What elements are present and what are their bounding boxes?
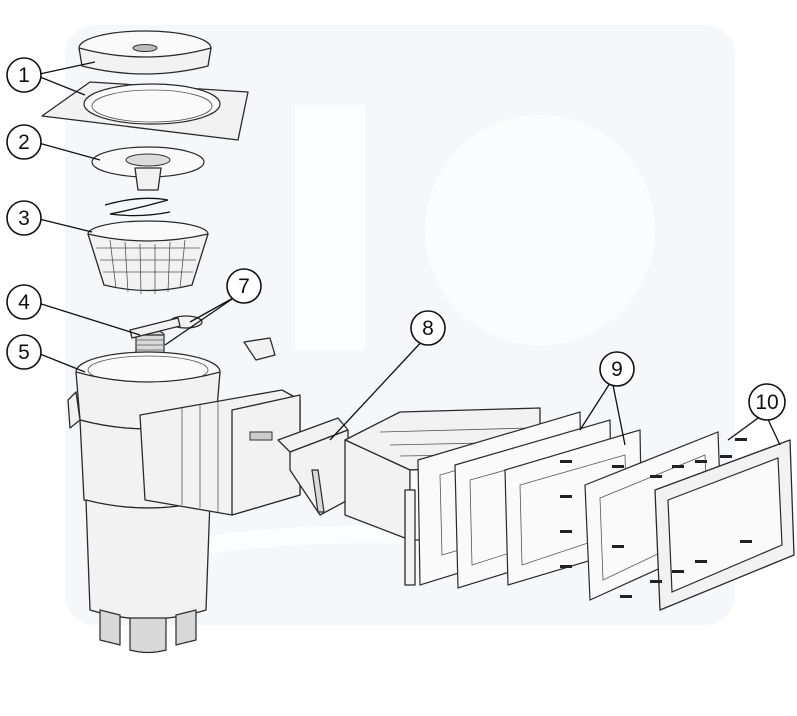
callout-1: 1 bbox=[6, 57, 42, 93]
svg-text:8: 8 bbox=[422, 317, 434, 340]
callout-2: 2 bbox=[6, 124, 42, 160]
spring bbox=[104, 197, 171, 217]
callout-7: 7 bbox=[226, 268, 262, 304]
faceplate bbox=[584, 431, 795, 611]
skimmer-plate bbox=[91, 146, 205, 191]
svg-text:2: 2 bbox=[18, 131, 30, 154]
skimmer-throat bbox=[139, 389, 301, 516]
svg-text:10: 10 bbox=[755, 391, 778, 414]
lid bbox=[78, 30, 212, 75]
callout-9: 9 bbox=[599, 351, 635, 387]
svg-text:9: 9 bbox=[611, 358, 623, 381]
valve-parts bbox=[129, 315, 203, 356]
callout-8: 8 bbox=[410, 310, 446, 346]
svg-text:1: 1 bbox=[18, 64, 30, 87]
svg-text:5: 5 bbox=[18, 341, 30, 364]
callout-10: 10 bbox=[748, 383, 786, 421]
callout-4: 4 bbox=[6, 284, 42, 320]
weir-flap bbox=[277, 417, 349, 516]
callout-5: 5 bbox=[6, 334, 42, 370]
basket bbox=[87, 220, 209, 295]
callout-3: 3 bbox=[6, 200, 42, 236]
svg-text:4: 4 bbox=[18, 291, 30, 314]
clip bbox=[243, 337, 276, 361]
deck-collar bbox=[41, 81, 249, 141]
svg-text:3: 3 bbox=[18, 207, 30, 230]
screws bbox=[560, 438, 752, 598]
svg-text:7: 7 bbox=[238, 275, 250, 298]
